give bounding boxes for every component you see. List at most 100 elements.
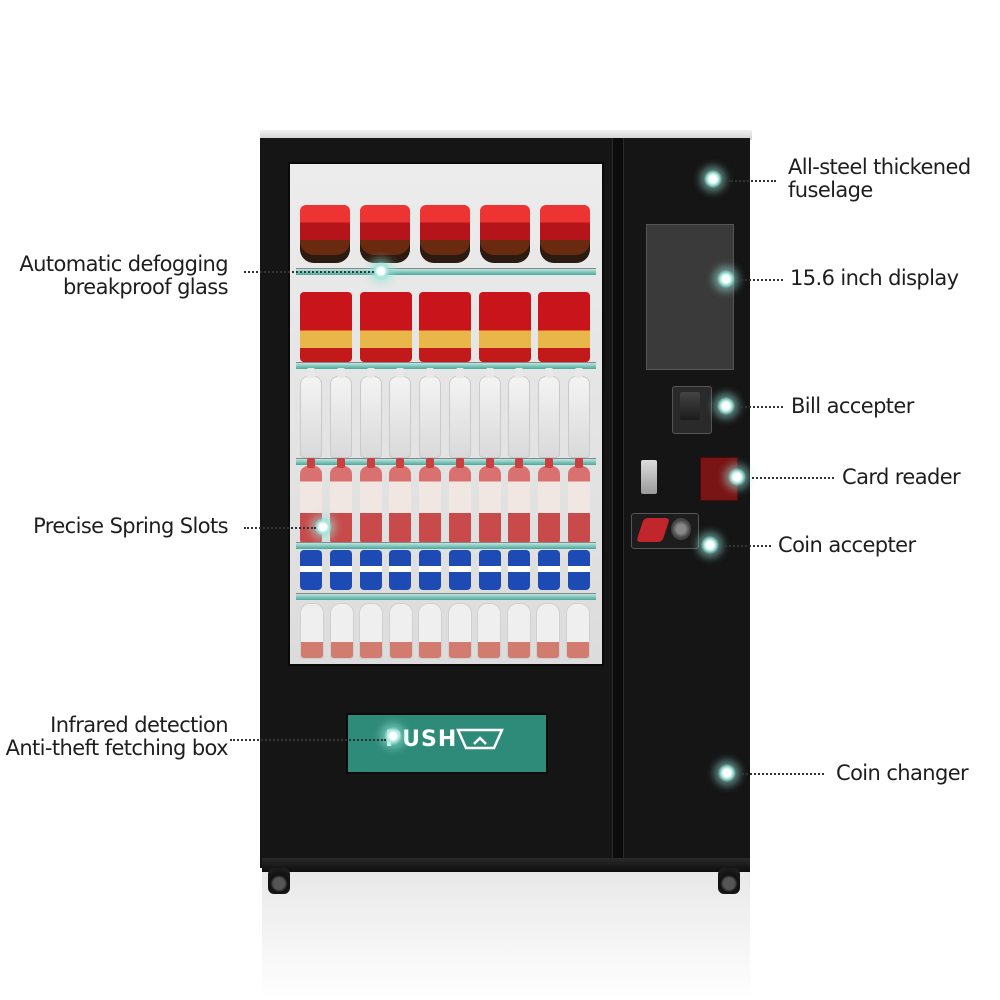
fetching-box — [346, 713, 548, 774]
wheel — [268, 868, 290, 894]
leader-coin-accepter — [725, 545, 771, 547]
soda-can — [389, 550, 412, 590]
label-card: Card reader — [842, 465, 961, 489]
soda-bottle — [388, 603, 413, 659]
floor-reflection — [262, 868, 750, 1000]
product-row-cans — [300, 550, 590, 590]
soda-bottle — [329, 603, 354, 659]
juice-bottle — [419, 458, 442, 544]
soda-bottle — [300, 603, 324, 659]
label-display: 15.6 inch display — [790, 266, 959, 290]
soda-can — [478, 550, 501, 590]
label-line: fuselage — [788, 178, 873, 202]
label-line: breakproof glass — [62, 275, 229, 299]
door-lock — [641, 460, 657, 494]
soda-can — [538, 550, 561, 590]
label-line: 15.6 inch display — [790, 266, 959, 290]
chip-bag — [478, 292, 531, 362]
label-line: Precise Spring Slots — [33, 514, 229, 538]
shelf-rail — [296, 593, 596, 600]
leader-display — [741, 279, 783, 281]
machine-top-trim — [260, 130, 752, 140]
marker-bill — [717, 397, 735, 415]
label-line: Coin accepter — [778, 533, 916, 557]
noodle-cup — [540, 205, 590, 263]
label-glass: Automatic defogging breakproof glass — [12, 253, 228, 299]
label-line: Automatic defogging — [19, 252, 228, 276]
push-arrow-icon — [456, 728, 504, 750]
soda-can — [419, 550, 442, 590]
water-bottle — [389, 368, 412, 458]
chip-bag — [419, 292, 471, 362]
marker-fuselage — [704, 170, 722, 188]
label-line: All-steel thickened — [788, 155, 971, 179]
wheel — [718, 868, 740, 894]
shelf-rail — [296, 542, 596, 549]
product-row-soda — [300, 603, 590, 659]
water-bottle — [508, 368, 531, 458]
leader-fetching — [230, 739, 386, 741]
machine-base — [262, 858, 750, 872]
bill-slot — [680, 392, 700, 420]
water-bottle — [567, 368, 590, 458]
soda-bottle — [506, 603, 531, 659]
juice-bottle — [567, 458, 590, 544]
product-row-water — [300, 368, 590, 458]
label-coin-accepter: Coin accepter — [778, 534, 916, 557]
water-bottle — [329, 368, 352, 458]
soda-bottle — [536, 603, 561, 659]
chip-bag — [359, 292, 412, 362]
marker-glass — [372, 262, 390, 280]
chip-bag — [300, 292, 352, 362]
water-bottle — [448, 368, 471, 458]
juice-bottle — [448, 458, 471, 544]
noodle-cup — [480, 205, 530, 263]
soda-can — [508, 550, 531, 590]
label-line: Infrared detection — [50, 713, 228, 737]
noodle-cup — [420, 205, 470, 263]
card-reader — [700, 457, 738, 501]
chip-bag — [538, 292, 590, 362]
juice-bottle — [389, 458, 412, 544]
water-bottle — [419, 368, 442, 458]
display-screen — [646, 224, 734, 370]
water-bottle — [478, 368, 501, 458]
marker-spring — [314, 518, 332, 536]
label-spring: Precise Spring Slots — [20, 514, 229, 538]
soda-can — [448, 550, 471, 590]
soda-bottle — [477, 603, 502, 659]
leader-fuselage — [728, 180, 776, 182]
marker-coin-changer — [718, 764, 736, 782]
door-split — [612, 138, 624, 860]
water-bottle — [300, 368, 322, 458]
label-line: Bill accepter — [791, 394, 914, 418]
soda-can — [567, 550, 590, 590]
label-bill: Bill accepter — [791, 395, 914, 418]
leader-glass — [244, 271, 374, 273]
coin-slot — [671, 518, 691, 540]
noodle-cup — [300, 205, 350, 263]
label-fetching: Infrared detection Anti-theft fetching b… — [4, 713, 229, 760]
label-line: Coin changer — [836, 761, 969, 785]
water-bottle — [538, 368, 561, 458]
product-row-juice — [300, 458, 590, 544]
shelf-rail — [296, 268, 596, 275]
juice-bottle — [478, 458, 501, 544]
water-bottle — [359, 368, 382, 458]
label-fuselage: All-steel thickened fuselage — [788, 156, 971, 202]
soda-can — [300, 550, 322, 590]
juice-bottle — [329, 458, 352, 544]
soda-bottle — [359, 603, 384, 659]
leader-spring — [244, 527, 316, 529]
label-line: Anti-theft fetching box — [5, 736, 229, 760]
soda-bottle — [565, 603, 590, 659]
label-line: Card reader — [842, 465, 961, 489]
marker-card — [728, 468, 746, 486]
shelf-rail — [296, 458, 596, 465]
marker-display — [717, 270, 735, 288]
shelf-rail — [296, 362, 596, 369]
product-row-chips — [300, 292, 590, 362]
marker-coin-accepter — [701, 536, 719, 554]
soda-bottle — [418, 603, 443, 659]
